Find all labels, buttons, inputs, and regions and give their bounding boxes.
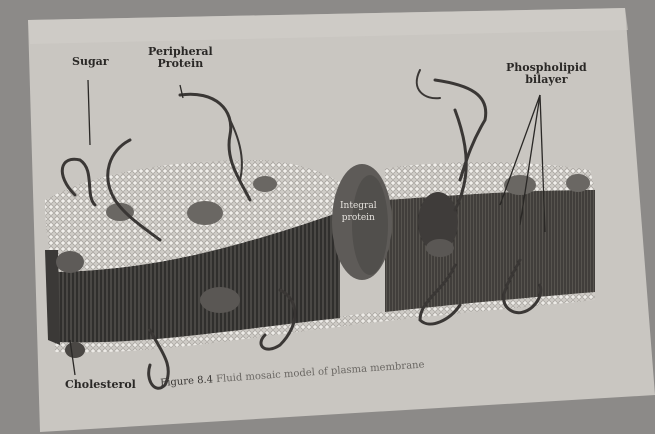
protein-blob: [426, 239, 454, 257]
label-phospholipid-bilayer: Phospholipid bilayer: [506, 62, 587, 86]
label-integral-protein: Integral protein: [340, 200, 377, 224]
protein-blob: [253, 176, 277, 192]
right-tail-region: [385, 190, 595, 312]
label-peripheral-protein: Peripheral Protein: [148, 46, 213, 70]
cholesterol-blob: [56, 251, 84, 273]
label-cholesterol: Cholesterol: [65, 379, 136, 391]
integral-protein-shadow: [352, 175, 388, 275]
protein-blob: [566, 174, 590, 192]
protein-blob: [65, 342, 85, 358]
peripheral-protein-blob: [200, 287, 240, 313]
label-sugar: Sugar: [72, 56, 109, 68]
protein-blob: [187, 201, 223, 225]
protein-blob: [504, 175, 536, 195]
